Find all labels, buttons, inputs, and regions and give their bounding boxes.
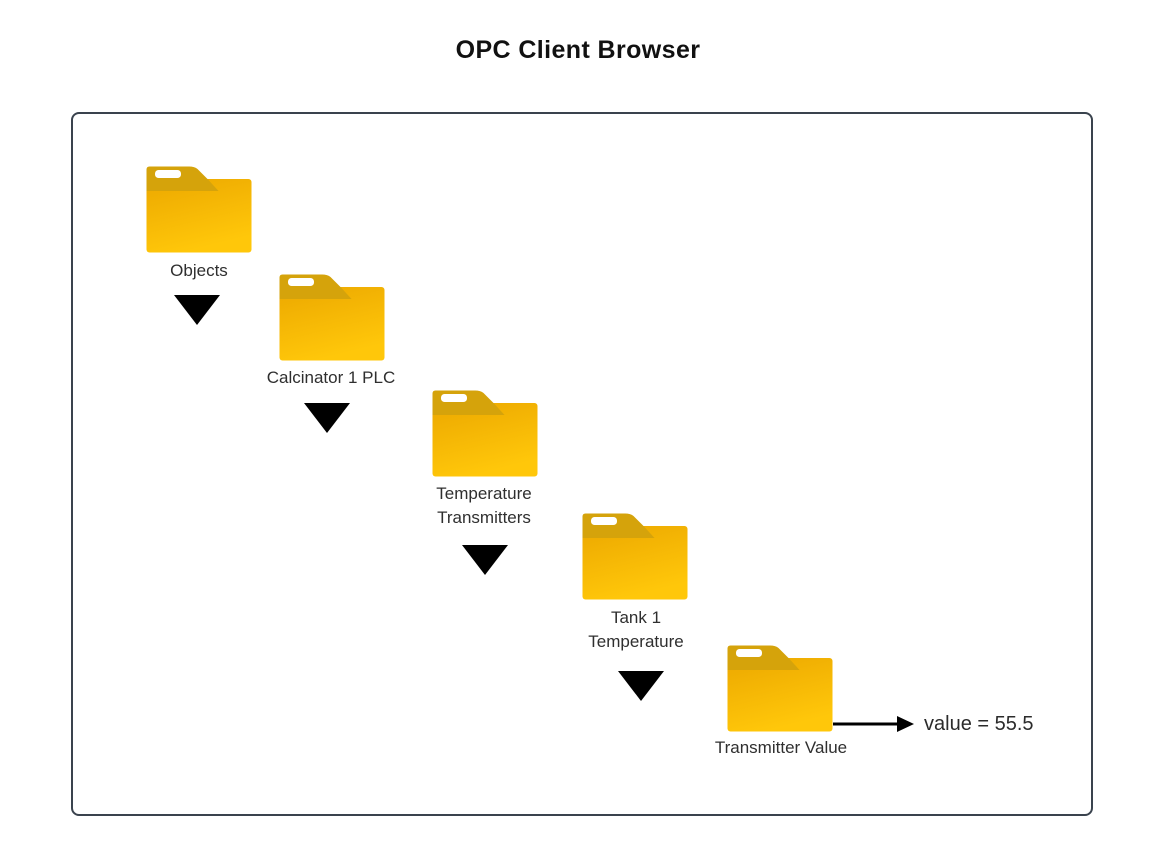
tree-node-label: Transmitter Value [714, 738, 848, 757]
page-title: OPC Client Browser [455, 36, 701, 64]
folder-icon[interactable] [432, 390, 538, 477]
down-triangle-icon [304, 403, 350, 433]
down-triangle-icon [174, 295, 220, 325]
folder-icon[interactable] [279, 274, 385, 361]
value-annotation: value = 55.5 [924, 713, 1034, 735]
folder-icon[interactable] [582, 513, 688, 600]
down-triangle-icon [618, 671, 664, 701]
tree-node-label: Temperature Transmitters [436, 484, 532, 527]
tree-node-label: Calcinator 1 PLC [266, 368, 396, 387]
right-arrow-icon [833, 716, 914, 732]
folder-icon[interactable] [727, 645, 833, 732]
tree-node-label: Tank 1 Temperature [588, 608, 684, 651]
down-triangle-icon [462, 545, 508, 575]
folder-icon[interactable] [146, 166, 252, 253]
tree-node-label: Objects [170, 261, 228, 280]
